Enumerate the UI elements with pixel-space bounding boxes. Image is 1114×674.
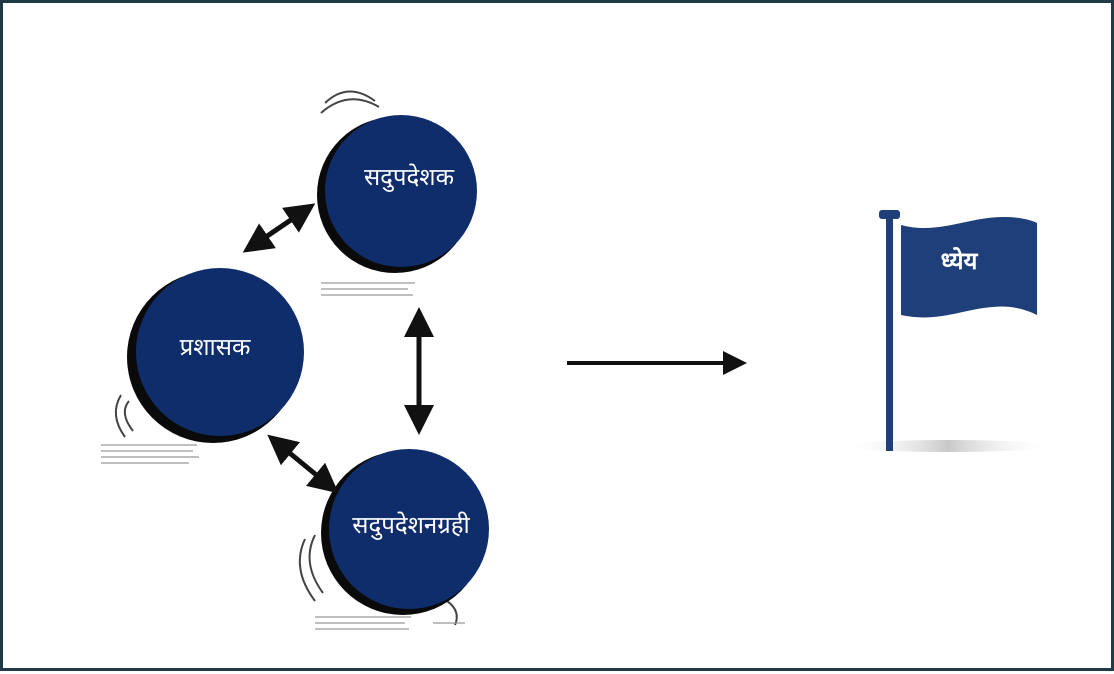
diagram-canvas: सदुपदेशक प्रशासक सदुपदेशनग्रही ध्येय xyxy=(101,90,1053,630)
flag-cloth xyxy=(901,217,1037,318)
double-arrow-admin-counselee xyxy=(267,434,339,494)
node-circle xyxy=(329,449,489,609)
node-circle xyxy=(325,115,477,267)
flag-pole-cap xyxy=(879,210,900,219)
node-circle xyxy=(136,268,304,436)
flag-ground-shadow xyxy=(843,440,1053,452)
node-counselee: सदुपदेशनग्रही xyxy=(321,449,489,615)
motion-lines-top xyxy=(320,90,380,114)
goal-label: ध्येय xyxy=(941,247,979,275)
motion-lines-left xyxy=(114,394,134,438)
double-arrow-admin-counselor xyxy=(242,203,316,253)
flag-icon: ध्येय xyxy=(843,210,1053,452)
caption-scribbles xyxy=(101,282,465,630)
node-label-administrator: प्रशासक xyxy=(180,333,251,361)
node-label-counselor: सदुपदेशक xyxy=(364,163,455,192)
node-administrator: प्रशासक xyxy=(127,268,304,443)
node-label-counselee: सदुपदेशनग्रही xyxy=(352,511,470,540)
node-counselor: सदुपदेशक xyxy=(317,115,477,273)
flag-pole xyxy=(886,215,893,451)
